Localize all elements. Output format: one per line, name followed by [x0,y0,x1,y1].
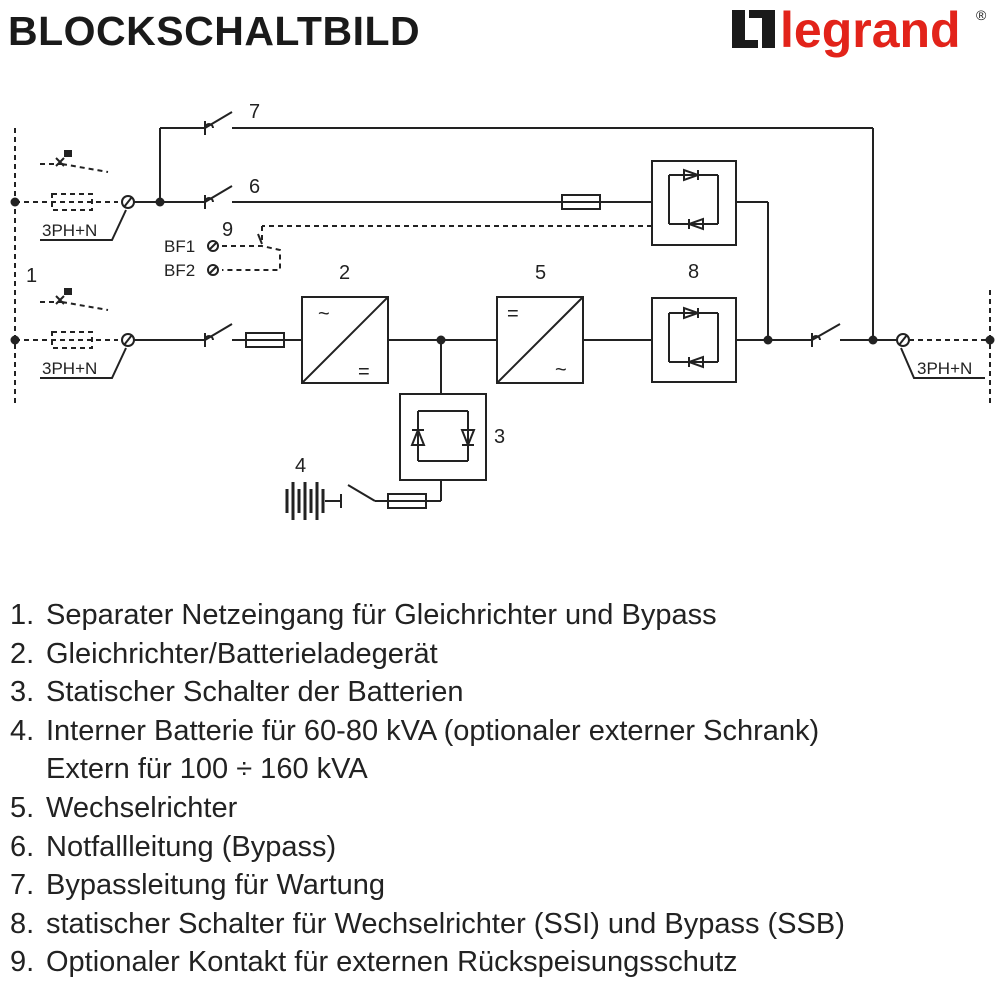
legend-item: 2.Gleichrichter/Batterieladegerät [10,637,438,670]
legend-item: 5.Wechselrichter [10,791,238,824]
legend-item: 7.Bypassleitung für Wartung [10,869,386,902]
svg-text:~: ~ [318,303,330,325]
svg-text:=: = [358,361,370,383]
main-power-path: ~ = 2 = ~ 5 8 3PH+N [204,261,995,384]
output-label: 3PH+N [917,359,972,378]
legend-item: 9.Optionaler Kontakt für externen Rücksp… [10,946,738,979]
label-5: 5 [535,262,546,284]
fuse-optional-top [51,193,93,211]
label-3: 3 [494,426,505,448]
breaker-optional-top [55,157,65,167]
label-2: 2 [339,262,350,284]
svg-text:3PH+N: 3PH+N [42,359,97,378]
legend-item: 1.Separater Netzeingang für Gleichrichte… [10,599,717,631]
label-4: 4 [295,455,306,477]
svg-text:3PH+N: 3PH+N [42,221,97,240]
label-6: 6 [249,176,260,198]
legend-item: 6.Notfallleitung (Bypass) [10,830,337,863]
block-diagram: 3PH+N 3PH+N 1 7 6 [10,101,995,520]
rectifier-input: 3PH+N [10,288,205,379]
emergency-bypass-line: 6 [204,176,652,210]
label-bf2: BF2 [164,261,195,280]
maintenance-bypass-line: 7 [159,101,874,340]
label-bf1: BF1 [164,237,195,256]
backfeed-contact: BF1 BF2 9 [164,219,652,280]
legend-item: 8.statischer Schalter für Wechselrichter… [10,907,845,940]
svg-text:=: = [507,303,519,325]
page-title: BLOCKSCHALTBILD [8,8,421,54]
registered-mark: ® [976,7,987,23]
legrand-mark-icon [732,10,775,48]
legend-item: 4.Interner Batterie für 60-80 kVA (optio… [10,714,820,786]
battery-icon [285,482,325,520]
label-8: 8 [688,261,699,283]
label-9: 9 [222,219,233,241]
logo-wordmark: legrand [780,2,961,58]
battery: 4 [285,455,441,520]
label-1: 1 [26,265,37,287]
bypass-input: 3PH+N [10,150,205,241]
legend-item: 3.Statischer Schalter der Batterien [10,676,464,709]
breaker-optional-bottom [55,295,65,305]
static-switch-bypass [651,160,737,246]
legend-list: 1.Separater Netzeingang für Gleichrichte… [10,596,845,982]
legrand-logo: legrand ® [732,2,987,58]
label-7: 7 [249,101,260,123]
svg-text:~: ~ [555,359,567,381]
battery-static-switch: 3 [399,340,505,501]
fuse-optional-bottom [51,331,93,349]
